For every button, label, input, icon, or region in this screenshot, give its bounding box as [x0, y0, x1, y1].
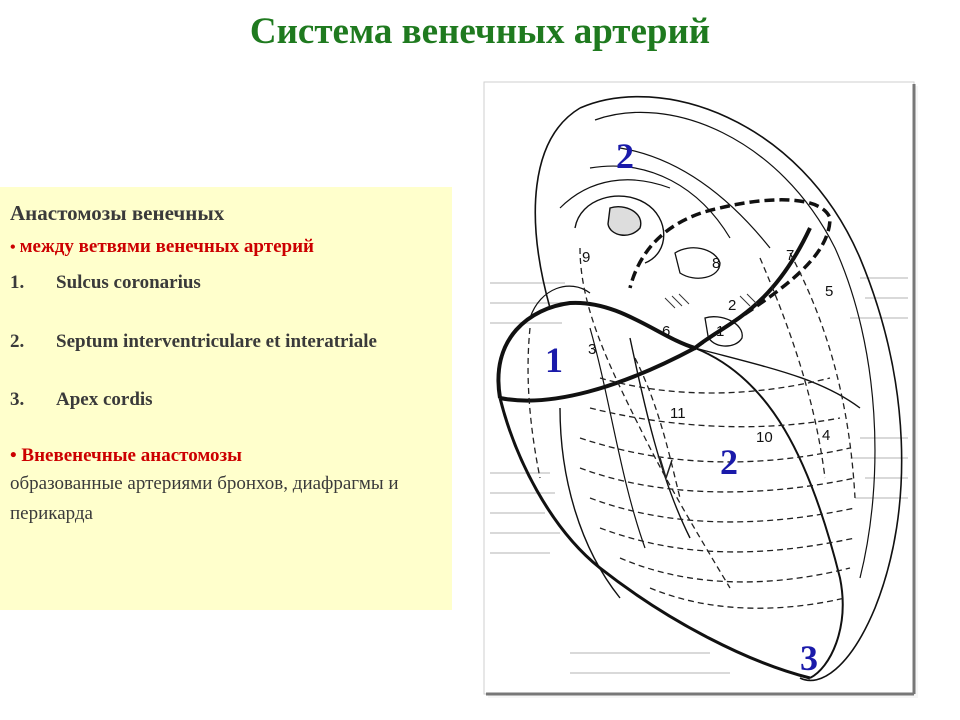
small-label: 9	[582, 249, 590, 266]
callout-label: 3	[800, 638, 818, 678]
callout-label: 1	[545, 340, 563, 380]
list-item: 3. Apex cordis	[10, 389, 442, 411]
small-label: 4	[822, 427, 830, 444]
list-text: Septum interventriculare et interatriale	[56, 331, 377, 352]
small-label: 8	[712, 255, 720, 272]
bullet-coronary-branches: •между ветвями венечных артерий	[10, 236, 442, 258]
bullet-text: Вневенечные анастомозы	[21, 445, 243, 466]
page-title: Система венечных артерий	[249, 11, 711, 52]
small-label: 7	[786, 247, 794, 264]
bullet-extracoronary: • Вневенечные анастомозы	[10, 445, 442, 467]
list-item: 1. Sulcus coronarius	[10, 272, 442, 294]
list-number: 1.	[10, 272, 25, 293]
extracoronary-description: образованные артериями бронхов, диафрагм…	[10, 473, 399, 524]
list-number: 2.	[10, 331, 25, 352]
small-label: 10	[756, 429, 773, 446]
list-text: Sulcus coronarius	[56, 272, 201, 293]
panel-heading: Анастомозы венечных	[10, 201, 225, 225]
small-label: 6	[662, 323, 670, 340]
small-labels: 9 8 7 5 2 6 1 3 11 10 4	[582, 247, 833, 446]
anastomosis-list: 1. Sulcus coronarius 2. Septum intervent…	[10, 272, 442, 411]
arrow-icon	[659, 457, 673, 481]
list-text: Apex cordis	[56, 389, 153, 410]
dashed-arteries	[527, 247, 856, 609]
text-panel: Анастомозы венечных •между ветвями венеч…	[0, 187, 452, 610]
heart-diagram: 9 8 7 5 2 6 1 3 11 10 4 2 1 2 3	[483, 81, 918, 698]
callout-label: 2	[720, 442, 738, 482]
small-label: 3	[588, 341, 596, 358]
callout-label: 2	[616, 136, 634, 176]
small-label: 11	[670, 405, 686, 422]
bullet-dot-icon: •	[10, 239, 16, 256]
small-label: 1	[716, 323, 724, 340]
hatched-region	[664, 293, 758, 309]
small-label: 2	[728, 297, 736, 314]
list-item: 2. Septum interventriculare et interatri…	[10, 326, 442, 357]
bullet-text: между ветвями венечных артерий	[19, 236, 314, 257]
heart-outline	[496, 95, 903, 682]
list-number: 3.	[10, 389, 25, 410]
bullet-dot-icon: •	[10, 445, 17, 466]
callout-labels: 2 1 2 3	[545, 136, 818, 678]
small-label: 5	[825, 283, 833, 300]
